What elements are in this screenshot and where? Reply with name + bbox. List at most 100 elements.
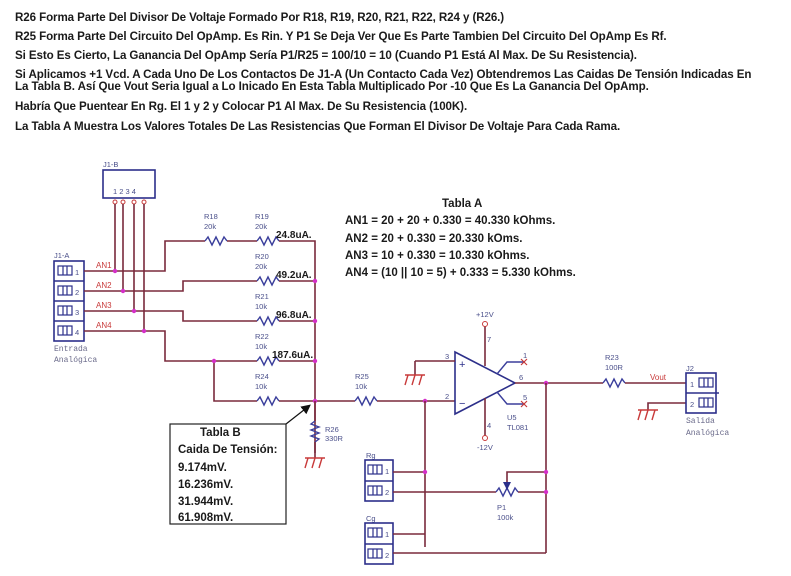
current-an4: 187.6uA. — [272, 350, 313, 361]
j1b-pins: 1 2 3 4 — [113, 187, 136, 196]
tabla-a-title: Tabla A — [442, 198, 482, 210]
ground-icon — [637, 409, 658, 421]
j2-label: J2 — [686, 364, 694, 373]
opamp-part: TL081 — [507, 423, 528, 432]
j1a-pin-3: 3 — [75, 308, 79, 317]
cg-label: Cg — [366, 514, 376, 523]
j2-caption-1: Salida — [686, 417, 715, 426]
j1b-pin-3 — [131, 199, 137, 205]
j1a-pin-4: 4 — [75, 328, 79, 337]
r26-value: 330R — [325, 434, 344, 443]
wire-an2 — [84, 280, 257, 292]
tabla-b-row: 16.236mV. — [178, 479, 233, 491]
r19-name: R19 — [255, 212, 269, 221]
opamp-minus: − — [459, 398, 465, 410]
cg-pin-1: 1 — [385, 530, 389, 539]
note-line-6: Habría Que Puentear En Rg. El 1 y 2 y Co… — [15, 100, 468, 113]
tabla-a-row: AN1 = 20 + 20 + 0.330 = 40.330 kOhms. — [345, 215, 555, 227]
r18-symbol — [204, 235, 228, 247]
j1a-caption-1: Entrada — [54, 345, 88, 354]
pin-3: 3 — [445, 352, 449, 361]
r24-name: R24 — [255, 372, 269, 381]
current-an2: 49.2uA. — [276, 270, 312, 281]
ground-icon — [404, 374, 425, 386]
note-line-1: R26 Forma Parte Del Divisor De Voltaje F… — [15, 11, 505, 24]
j1b-pin-1 — [112, 199, 118, 205]
r25-symbol — [354, 395, 378, 407]
r26-symbol — [309, 420, 321, 443]
p1-name: P1 — [497, 503, 506, 512]
r22-name: R22 — [255, 332, 269, 341]
net-an1: AN1 — [96, 261, 112, 270]
opamp-plus: + — [459, 359, 465, 371]
tabla-b-row: 9.174mV. — [178, 462, 227, 474]
opamp-u5: + − 3 2 +12V 7 -12V 4 1 5 6 U5 TL081 — [404, 310, 528, 452]
current-an3: 96.8uA. — [276, 310, 312, 321]
tabla-b-subtitle: Caida De Tensión: — [178, 444, 277, 456]
rg-pin-1: 1 — [385, 467, 389, 476]
r25-value: 10k — [355, 382, 367, 391]
j2-caption-2: Analógica — [686, 429, 729, 438]
rg-label: Rg — [366, 451, 376, 460]
pin-4: 4 — [487, 421, 491, 430]
tabla-b-row: 61.908mV. — [178, 512, 233, 524]
pin-6: 6 — [519, 373, 523, 382]
pin-5: 5 — [523, 393, 527, 402]
tabla-a-row: AN4 = (10 || 10 = 5) + 0.333 = 5.330 kOh… — [345, 267, 576, 279]
tabla-a-row: AN2 = 20 + 0.330 = 20.330 kOms. — [345, 233, 522, 245]
connector-j1b: J1-B 1 2 3 4 — [102, 160, 156, 205]
connector-j2: J2 1 2 Salida Analógica — [685, 364, 729, 438]
connector-rg: Rg 1 2 — [364, 451, 394, 502]
opamp-name: U5 — [507, 413, 517, 422]
j1b-wires — [114, 204, 145, 331]
connector-cg: Cg 1 2 — [364, 514, 394, 565]
j1b-body — [102, 169, 156, 199]
note-line-5: La Tabla B. Así Que Vout Seria Igual a L… — [15, 80, 649, 93]
wire-an4-r24 — [213, 361, 257, 402]
wire-bus — [279, 240, 355, 453]
vneg-label: -12V — [477, 443, 493, 452]
tabla-b-title: Tabla B — [200, 427, 241, 439]
net-an4: AN4 — [96, 321, 112, 330]
r20-name: R20 — [255, 252, 269, 261]
tabla-a: Tabla A AN1 = 20 + 20 + 0.330 = 40.330 k… — [345, 198, 576, 279]
j1a-label: J1-A — [54, 251, 69, 260]
r22-symbol — [256, 355, 280, 367]
pin-1: 1 — [523, 351, 527, 360]
tabla-a-row: AN3 = 10 + 0.330 = 10.330 kOhms. — [345, 250, 529, 262]
j1b-pin-2 — [120, 199, 126, 205]
p1-wiper-icon — [503, 482, 511, 490]
pin-2: 2 — [445, 392, 449, 401]
r22-value: 10k — [255, 342, 267, 351]
arrow-icon — [285, 404, 311, 425]
r26-name: R26 — [325, 425, 339, 434]
r23-symbol — [602, 377, 626, 389]
wire-an1 — [84, 240, 205, 272]
j1a-caption-2: Analógica — [54, 356, 97, 365]
note-line-3: Si Esto Es Cierto, La Ganancia Del OpAmp… — [15, 49, 637, 62]
j1a-pin-1: 1 — [75, 268, 79, 277]
note-line-4: Si Aplicamos +1 Vcd. A Cada Uno De Los C… — [15, 68, 752, 81]
rg-pin-2: 2 — [385, 488, 389, 497]
wire-an4 — [84, 330, 257, 362]
vpos-label: +12V — [476, 310, 494, 319]
net-an3: AN3 — [96, 301, 112, 310]
r23-name: R23 — [605, 353, 619, 362]
r21-name: R21 — [255, 292, 269, 301]
p1-value: 100k — [497, 513, 514, 522]
r21-symbol — [256, 315, 280, 327]
j1a-pin-2: 2 — [75, 288, 79, 297]
r18-name: R18 — [204, 212, 218, 221]
connector-j1a: J1-A 1 2 3 4 Entrada Analógica — [53, 251, 97, 365]
wire-an3 — [84, 310, 257, 322]
j1b-label: J1-B — [103, 160, 118, 169]
net-vout: Vout — [650, 373, 667, 382]
tabla-b: Tabla B Caida De Tensión: 9.174mV. 16.23… — [169, 404, 311, 525]
r19-symbol — [256, 235, 280, 247]
note-line-2: R25 Forma Parte Del Circuito Del OpAmp. … — [15, 30, 667, 43]
note-line-7: La Tabla A Muestra Los Valores Totales D… — [15, 120, 621, 133]
j2-pin-2: 2 — [690, 400, 694, 409]
j2-pin-1: 1 — [690, 380, 694, 389]
r21-value: 10k — [255, 302, 267, 311]
